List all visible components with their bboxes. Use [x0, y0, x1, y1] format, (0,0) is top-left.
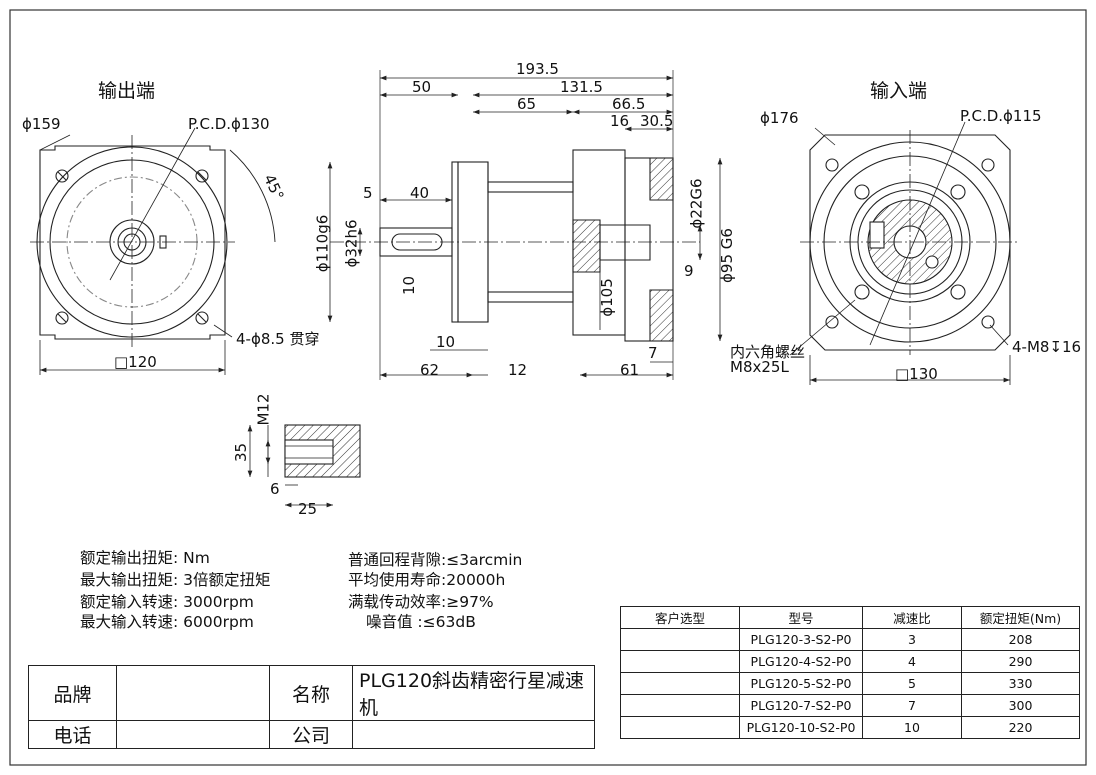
spec-life: 平均使用寿命:20000h	[348, 571, 506, 589]
cell-model: PLG120-10-S2-P0	[739, 716, 863, 739]
cell-model: PLG120-4-S2-P0	[739, 650, 863, 673]
table-row: PLG120-5-S2-P0 5 330	[620, 672, 1080, 695]
output-end-title: 输出端	[98, 80, 156, 102]
dim-key10: 10	[400, 275, 419, 296]
output-end-view	[30, 127, 276, 375]
dim-193: 193.5	[516, 60, 559, 78]
input-end-view	[789, 121, 1020, 385]
phone-label: 电话	[28, 720, 117, 749]
dim-m12: M12	[254, 393, 273, 426]
dim-61: 61	[620, 361, 640, 379]
dim-dia32: ϕ32h6	[342, 219, 361, 268]
dim-66: 66.5	[612, 95, 646, 113]
dim-50: 50	[412, 78, 432, 96]
tapped-hole-detail	[247, 424, 361, 508]
dim-131: 131.5	[560, 78, 603, 96]
dim-30: 30.5	[640, 112, 674, 130]
cell-customer	[620, 672, 740, 695]
spec-noise: 噪音值 :≤63dB	[366, 613, 476, 631]
dim-5: 5	[363, 184, 373, 202]
header-ratio: 减速比	[862, 606, 962, 629]
dim-flange10: 10	[436, 333, 456, 351]
dim-16: 16	[610, 112, 630, 130]
dim-35: 35	[232, 442, 251, 463]
cell-customer	[620, 628, 740, 651]
cell-torque: 220	[961, 716, 1080, 739]
phone-value	[116, 720, 270, 749]
cell-torque: 330	[961, 672, 1080, 695]
dim-dia105: ϕ105	[597, 278, 616, 317]
table-row: PLG120-10-S2-P0 10 220	[620, 716, 1080, 739]
dim-in-screw-size: M8x25L	[730, 358, 789, 376]
dim-62: 62	[420, 361, 440, 379]
name-label: 名称	[269, 665, 353, 721]
dim-in-square: □130	[895, 365, 938, 383]
table-row: PLG120-3-S2-P0 3 208	[620, 628, 1080, 651]
table-row: PLG120-4-S2-P0 4 290	[620, 650, 1080, 673]
cell-model: PLG120-5-S2-P0	[739, 672, 863, 695]
cell-ratio: 7	[862, 694, 962, 717]
dim-9: 9	[684, 262, 694, 280]
dim-in-pcd: P.C.D.ϕ115	[960, 107, 1042, 125]
company-value	[352, 720, 595, 749]
dim-7: 7	[648, 344, 658, 362]
company-label: 公司	[269, 720, 353, 749]
dim-in-screw: 内六角螺丝	[730, 343, 806, 361]
header-torque: 额定扭矩(Nm)	[961, 606, 1080, 629]
title-block: 品牌 名称 PLG120斜齿精密行星减速机 电话 公司	[28, 665, 595, 749]
cell-model: PLG120-3-S2-P0	[739, 628, 863, 651]
dim-out-square: □120	[114, 353, 157, 371]
cell-ratio: 3	[862, 628, 962, 651]
cell-torque: 300	[961, 694, 1080, 717]
model-table: 客户选型 型号 减速比 额定扭矩(Nm) PLG120-3-S2-P0 3 20…	[620, 606, 1080, 739]
dim-in-holes: 4-M8↧16	[1012, 338, 1082, 356]
brand-value	[116, 665, 270, 721]
spec-max-out-torque: 最大输出扭矩: 3倍额定扭矩	[80, 571, 271, 589]
model-table-header: 客户选型 型号 减速比 额定扭矩(Nm)	[620, 606, 1080, 629]
dim-out-pcd: P.C.D.ϕ130	[188, 115, 270, 133]
table-row: PLG120-7-S2-P0 7 300	[620, 694, 1080, 717]
brand-label: 品牌	[28, 665, 117, 721]
spec-backlash: 普通回程背隙:≤3arcmin	[348, 551, 523, 569]
spec-efficiency: 满载传动效率:≥97%	[348, 593, 494, 611]
dim-dia110: ϕ110g6	[313, 214, 332, 273]
spec-rated-in-speed: 额定输入转速: 3000rpm	[80, 593, 254, 611]
cell-torque: 290	[961, 650, 1080, 673]
dim-40: 40	[410, 184, 430, 202]
cell-ratio: 5	[862, 672, 962, 695]
dim-dia95: ϕ95 G6	[717, 228, 736, 283]
cell-model: PLG120-7-S2-P0	[739, 694, 863, 717]
spec-rated-out-torque: 额定输出扭矩: Nm	[80, 549, 210, 567]
dim-dia22: ϕ22G6	[687, 178, 706, 229]
dim-out-holes: 4-ϕ8.5 贯穿	[236, 330, 320, 348]
spec-max-in-speed: 最大输入转速: 6000rpm	[80, 613, 254, 631]
cell-customer	[620, 716, 740, 739]
side-section-view	[327, 70, 723, 380]
dim-phi176: ϕ176	[760, 109, 799, 127]
cell-customer	[620, 650, 740, 673]
dim-phi159: ϕ159	[22, 115, 61, 133]
dim-25: 25	[298, 500, 318, 518]
cell-ratio: 10	[862, 716, 962, 739]
cell-torque: 208	[961, 628, 1080, 651]
cell-customer	[620, 694, 740, 717]
dim-6: 6	[270, 480, 280, 498]
header-customer: 客户选型	[620, 606, 740, 629]
input-end-title: 输入端	[870, 80, 928, 102]
dim-65: 65	[517, 95, 537, 113]
name-value: PLG120斜齿精密行星减速机	[352, 665, 595, 721]
dim-12: 12	[508, 361, 528, 379]
cell-ratio: 4	[862, 650, 962, 673]
header-model: 型号	[739, 606, 863, 629]
